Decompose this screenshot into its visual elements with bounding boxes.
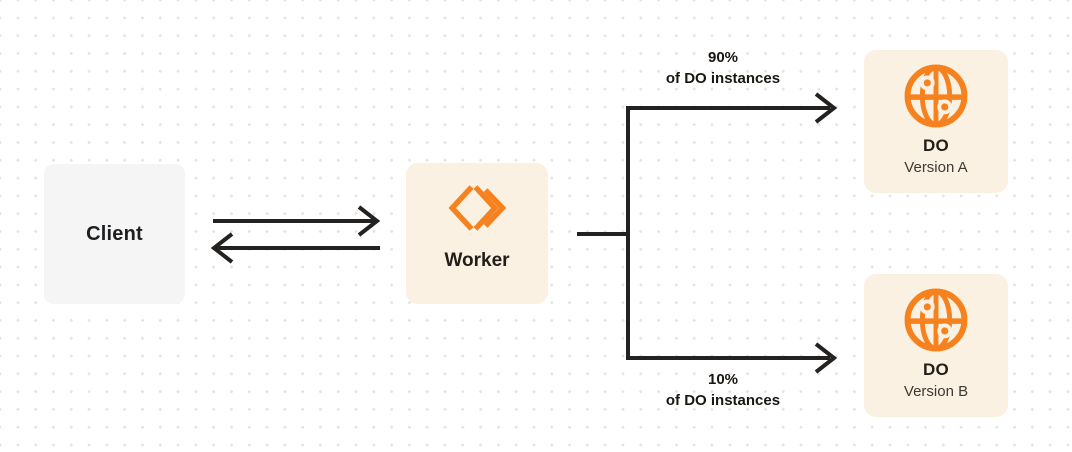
- worker-node: Worker: [406, 163, 548, 304]
- do-b-title: DO: [922, 360, 950, 379]
- arrow-to-version-a-head: [814, 92, 838, 124]
- durable-object-globe-icon: [904, 288, 968, 352]
- branch-bottom-percent: 10%: [707, 371, 739, 388]
- arrow-client-to-worker-head: [357, 205, 381, 237]
- branch-top-caption: of DO instances: [665, 70, 781, 87]
- branch-label-bottom: 10% of DO instances: [613, 369, 833, 411]
- worker-label: Worker: [444, 250, 510, 271]
- do-a-title: DO: [922, 136, 950, 155]
- do-b-subtitle: Version B: [903, 383, 969, 400]
- branch-top-percent: 90%: [707, 49, 739, 66]
- client-label: Client: [86, 222, 143, 245]
- durable-object-globe-icon: [904, 64, 968, 128]
- split-branch-lines: [626, 106, 830, 360]
- client-node: Client: [44, 164, 185, 304]
- do-a-subtitle: Version A: [904, 159, 968, 176]
- arrow-worker-to-client-head: [210, 232, 234, 264]
- do-version-a-node: DO Version A: [864, 50, 1008, 193]
- branch-label-top: 90% of DO instances: [613, 47, 833, 89]
- branch-bottom-caption: of DO instances: [665, 392, 781, 409]
- do-version-b-node: DO Version B: [864, 274, 1008, 417]
- arrow-to-version-b-head: [814, 342, 838, 374]
- cloudflare-workers-icon: [448, 185, 507, 231]
